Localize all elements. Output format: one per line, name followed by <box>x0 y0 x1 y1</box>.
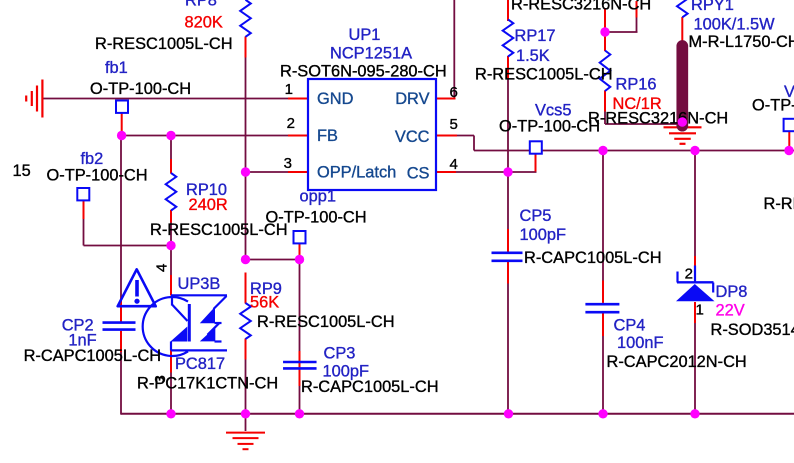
svg-text:R-RESC1005L-CH: R-RESC1005L-CH <box>95 35 233 53</box>
svg-text:5: 5 <box>450 116 458 133</box>
svg-text:22V: 22V <box>716 301 745 319</box>
svg-text:O-TP-100-CH: O-TP-100-CH <box>90 80 191 98</box>
svg-text:CP4: CP4 <box>614 317 646 335</box>
svg-text:R-SOD3514-CH: R-SOD3514-CH <box>711 321 794 339</box>
svg-text:R-RESC1005L-CH: R-RESC1005L-CH <box>257 313 395 331</box>
svg-text:DP8: DP8 <box>716 283 748 301</box>
svg-text:100K/1.5W: 100K/1.5W <box>694 16 776 34</box>
svg-text:R-RESC1005L-CH: R-RESC1005L-CH <box>150 221 288 239</box>
svg-text:Vcc5: Vcc5 <box>784 83 794 101</box>
svg-text:R-CAPC2012N-CH: R-CAPC2012N-CH <box>607 353 747 371</box>
svg-text:4: 4 <box>154 264 171 272</box>
svg-text:1: 1 <box>285 81 293 98</box>
svg-text:UP3B: UP3B <box>178 275 221 293</box>
svg-text:R-CAPC1005L-CH: R-CAPC1005L-CH <box>524 249 662 267</box>
svg-text:3: 3 <box>284 155 292 172</box>
svg-text:PC817: PC817 <box>175 355 225 373</box>
svg-text:RP10: RP10 <box>186 181 227 199</box>
svg-text:RP8: RP8 <box>185 0 217 10</box>
svg-text:R-RESC3216N-CH: R-RESC3216N-CH <box>511 0 651 14</box>
svg-text:CP2: CP2 <box>62 317 94 335</box>
svg-text:R-RESC3216N-CH: R-RESC3216N-CH <box>588 110 728 128</box>
svg-text:O-TP-100-CH: O-TP-100-CH <box>499 118 600 136</box>
svg-text:M-R-L1750-CH: M-R-L1750-CH <box>689 33 794 51</box>
svg-text:1.5K: 1.5K <box>516 47 550 65</box>
svg-text:R-SOT6N-095-280-CH: R-SOT6N-095-280-CH <box>280 63 447 81</box>
svg-text:100pF: 100pF <box>323 363 369 381</box>
svg-text:2: 2 <box>685 266 693 283</box>
svg-text:4: 4 <box>450 156 458 173</box>
svg-text:RPY1: RPY1 <box>691 0 734 14</box>
svg-text:56K: 56K <box>250 294 279 312</box>
svg-text:VCC: VCC <box>395 128 430 146</box>
svg-text:2: 2 <box>287 115 295 132</box>
svg-text:R-PC17K1CTN-CH: R-PC17K1CTN-CH <box>137 375 278 393</box>
svg-text:1nF: 1nF <box>68 332 96 350</box>
svg-text:O-TP-100-CH: O-TP-100-CH <box>752 97 794 115</box>
svg-text:fb1: fb1 <box>105 59 128 77</box>
svg-text:DRV: DRV <box>395 90 429 108</box>
svg-text:R-RESC1005L-CH: R-RESC1005L-CH <box>475 66 613 84</box>
svg-text:R-RE: R-RE <box>764 195 794 213</box>
svg-text:R-CAPC1005L-CH: R-CAPC1005L-CH <box>301 378 439 396</box>
svg-text:GND: GND <box>317 90 354 108</box>
svg-text:FB: FB <box>317 127 338 145</box>
svg-text:fb2: fb2 <box>81 150 104 168</box>
svg-text:UP1: UP1 <box>349 26 381 44</box>
svg-text:CS: CS <box>407 165 430 183</box>
svg-text:opp1: opp1 <box>300 188 336 206</box>
svg-text:NCP1251A: NCP1251A <box>330 45 412 63</box>
svg-text:3: 3 <box>152 375 169 383</box>
svg-text:CP5: CP5 <box>520 207 552 225</box>
svg-text:CP3: CP3 <box>324 345 356 363</box>
svg-text:R-CAPC1005L-CH: R-CAPC1005L-CH <box>24 347 162 365</box>
svg-text:O-TP-100-CH: O-TP-100-CH <box>266 209 367 227</box>
svg-text:NC/1R: NC/1R <box>613 95 662 113</box>
svg-text:RP17: RP17 <box>515 27 556 45</box>
svg-text:O-TP-100-CH: O-TP-100-CH <box>47 167 148 185</box>
svg-text:100pF: 100pF <box>520 226 566 244</box>
svg-text:15: 15 <box>13 162 31 180</box>
svg-text:Vcs5: Vcs5 <box>535 102 571 120</box>
svg-text:6: 6 <box>450 84 458 101</box>
svg-text:OPP/Latch: OPP/Latch <box>317 164 396 182</box>
svg-text:1: 1 <box>696 302 704 319</box>
svg-text:820K: 820K <box>185 14 223 32</box>
svg-text:RP9: RP9 <box>250 280 282 298</box>
svg-text:100nF: 100nF <box>617 334 663 352</box>
svg-text:RP16: RP16 <box>616 76 657 94</box>
svg-text:240R: 240R <box>189 196 228 214</box>
